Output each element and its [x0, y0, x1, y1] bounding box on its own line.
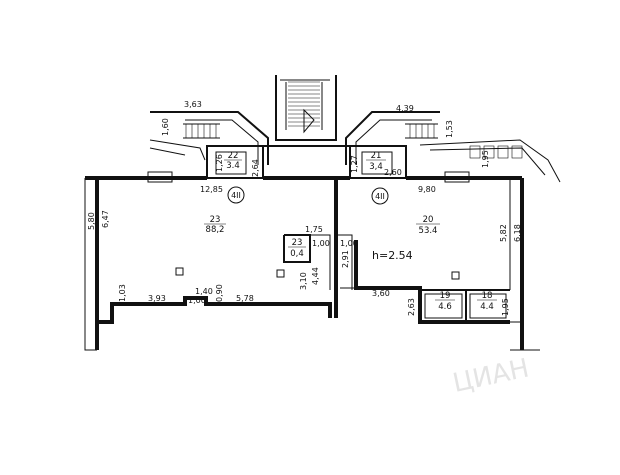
room-20-label: 20 53.4	[416, 215, 440, 236]
dimension-label: 1,27	[350, 155, 359, 173]
dimension-label: 1,03	[118, 284, 127, 302]
svg-text:53.4: 53.4	[419, 226, 438, 236]
dimension-label: 1,00	[312, 239, 330, 248]
svg-text:20: 20	[423, 215, 434, 225]
dimension-label: 6,18	[513, 224, 522, 242]
dimension-label: 1,00	[340, 239, 358, 248]
svg-text:4.6: 4.6	[438, 302, 452, 312]
dimension-label: 1,00	[188, 296, 206, 305]
dimension-label: 5,80	[87, 212, 96, 230]
dimension-label: 5,78	[236, 294, 254, 303]
svg-text:23: 23	[210, 215, 221, 225]
dimension-label: 1,26	[215, 154, 224, 172]
right-entrance-steps	[345, 111, 561, 183]
svg-text:3.4: 3.4	[226, 161, 240, 171]
dimension-label: 3,93	[148, 294, 166, 303]
svg-text:23: 23	[292, 238, 303, 248]
room-18-label: 18 4.4	[477, 291, 497, 312]
dimension-label: 3,63	[184, 100, 202, 109]
dimension-label: 1,40	[195, 287, 213, 296]
windows	[147, 171, 470, 183]
outer-walls	[84, 176, 540, 351]
central-passage	[262, 145, 351, 179]
axis-marker-right: 4II	[371, 187, 389, 205]
room-23-small-label: 23 0,4	[288, 238, 306, 259]
svg-text:3,4: 3,4	[369, 162, 383, 172]
left-entrance-steps	[149, 111, 269, 165]
axis-label: 4II	[375, 192, 385, 201]
svg-text:0,4: 0,4	[290, 249, 304, 259]
dimension-label: 1,95	[481, 150, 490, 168]
svg-text:4.4: 4.4	[480, 302, 494, 312]
svg-text:18: 18	[482, 291, 493, 301]
ceiling-height: h=2.54	[372, 249, 413, 262]
dimension-label: 1,95	[501, 298, 510, 316]
dimension-label: 1,75	[305, 225, 323, 234]
svg-text:88,2: 88,2	[206, 225, 225, 235]
central-staircase	[275, 75, 337, 141]
room-19-label: 19 4.6	[435, 291, 455, 312]
dimension-label: 3,60	[372, 289, 390, 298]
room-23-label: 23 88,2	[204, 215, 226, 235]
dimension-label: 0,90	[215, 284, 224, 302]
dimension-label: 3,10	[299, 272, 308, 290]
dimension-label: 2,63	[407, 298, 416, 316]
dimension-label: 9,80	[418, 185, 436, 194]
svg-text:19: 19	[440, 291, 451, 301]
dimension-label: 4,39	[396, 104, 414, 113]
dimension-label: 6,47	[101, 210, 110, 228]
svg-text:21: 21	[371, 151, 382, 161]
room-21-label: 21 3,4	[366, 151, 386, 172]
room-22-label: 22 3.4	[224, 151, 242, 171]
svg-text:22: 22	[228, 151, 239, 161]
dimension-labels: 3,63 1,60 4,39 1,53 1,26 2,64 1,27 2,60 …	[87, 100, 522, 316]
dimension-label: 2,91	[341, 250, 350, 268]
dimension-label: 2,64	[251, 159, 260, 177]
dimension-label: 5,82	[499, 224, 508, 242]
dimension-label: 1,60	[161, 118, 170, 136]
columns	[175, 267, 460, 280]
dimension-label: 1,53	[445, 120, 454, 138]
dimension-label: 12,85	[200, 185, 223, 194]
dimension-label: 4,44	[311, 267, 320, 285]
dimension-label: 2,60	[384, 168, 402, 177]
watermark: ЦИАН	[450, 353, 532, 398]
axis-marker-left: 4II	[227, 186, 245, 204]
closet-23	[283, 234, 353, 290]
axis-label: 4II	[231, 191, 241, 200]
